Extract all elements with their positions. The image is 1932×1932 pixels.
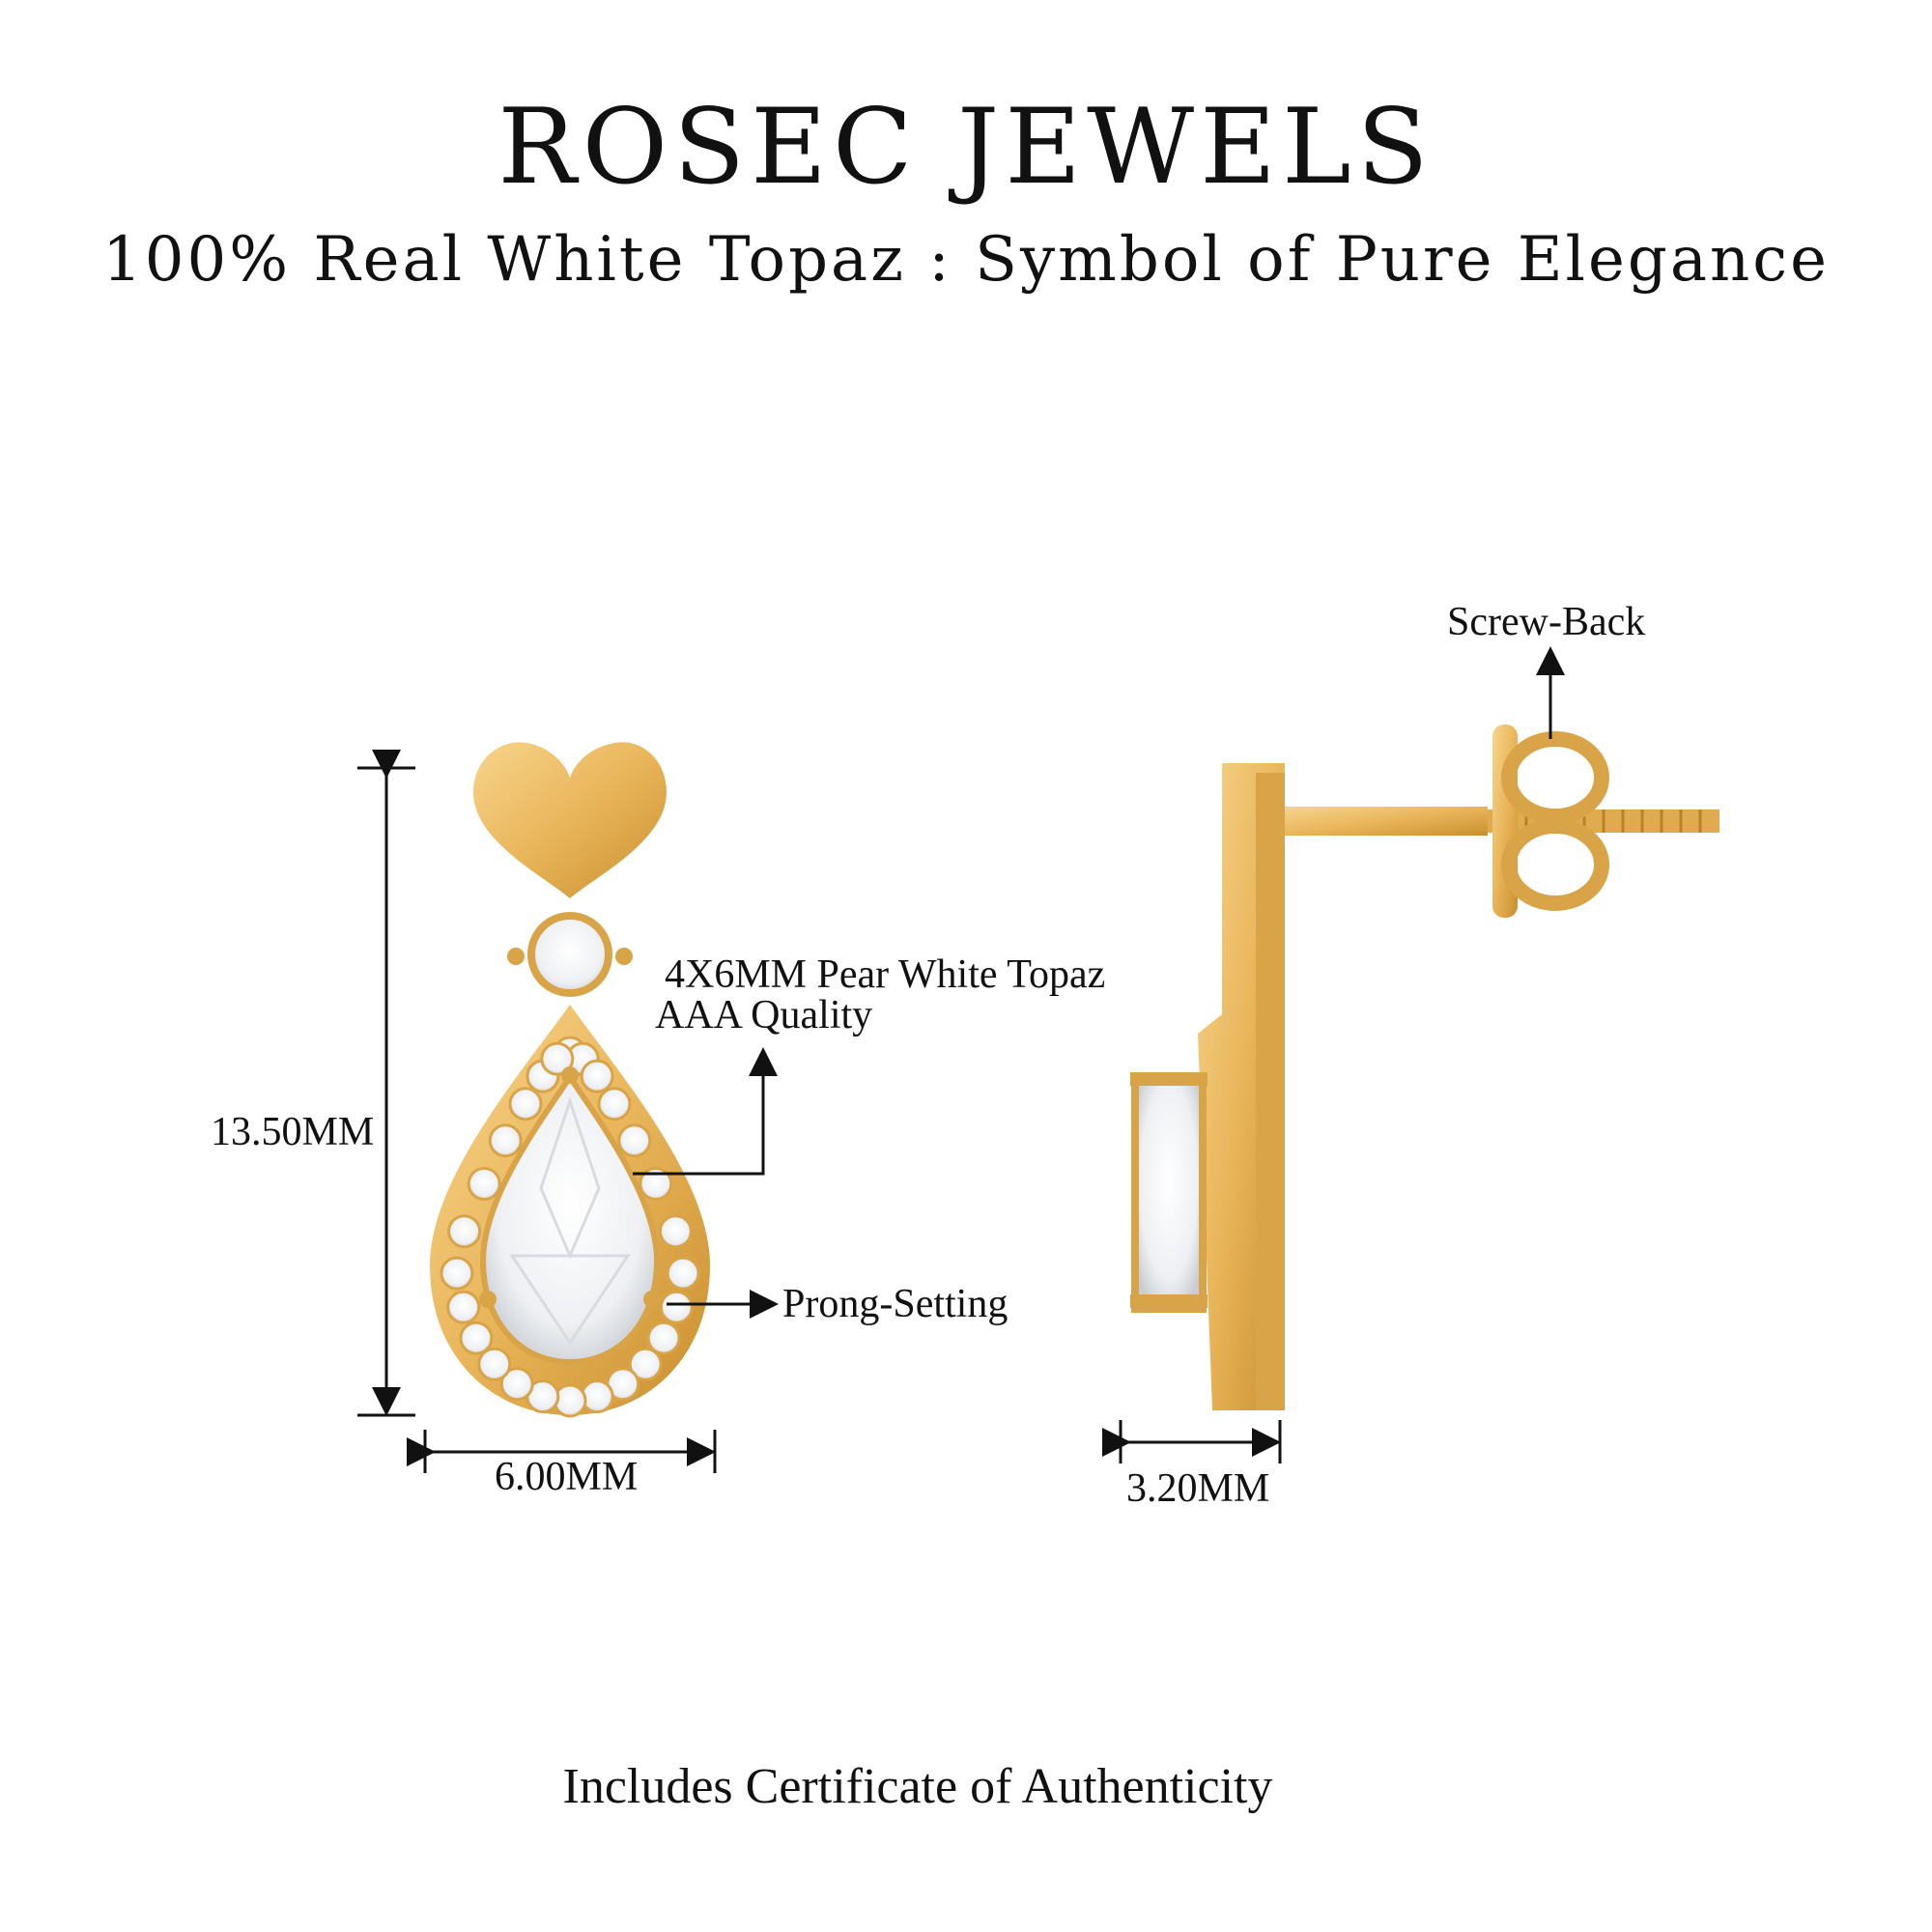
height-label: 13.50MM (211, 1110, 375, 1154)
halo-stone (499, 1367, 534, 1402)
halo-stone (477, 1347, 512, 1381)
tagline: 100% Real White Topaz : Symbol of Pure E… (102, 224, 1830, 296)
halo-stone (488, 1123, 523, 1158)
halo-stone (553, 1383, 587, 1418)
pear-stone (479, 1071, 661, 1366)
halo-stone (597, 1087, 632, 1122)
halo-stone (617, 1123, 652, 1158)
halo-stone (646, 1321, 681, 1355)
width-dimension (407, 1430, 717, 1473)
brand-title: ROSEC JEWELS (497, 87, 1435, 208)
halo-stone (658, 1214, 693, 1249)
halo-stone (580, 1379, 614, 1414)
halo-stone (580, 1059, 614, 1094)
width-label: 6.00MM (495, 1455, 639, 1499)
certificate-note: Includes Certificate of Authenticity (562, 1759, 1273, 1814)
depth-dimension (1102, 1420, 1282, 1463)
height-dimension (357, 750, 415, 1417)
halo-stone (639, 1167, 673, 1201)
halo-stone (447, 1214, 482, 1249)
earring-side-view (1130, 724, 1719, 1410)
back-label: Screw-Back (1447, 600, 1646, 644)
halo-stone (446, 1290, 481, 1324)
heart-top (473, 742, 667, 898)
stone-label-line1: 4X6MM Pear White Topaz (665, 952, 1106, 997)
halo-stone (467, 1167, 501, 1201)
stone-label-line2: AAA Quality (655, 993, 873, 1037)
earring-front-view (430, 742, 710, 1418)
connector-stone (527, 912, 612, 997)
halo-stone (440, 1256, 474, 1291)
halo-stone (659, 1290, 694, 1324)
halo-stone (628, 1347, 663, 1381)
setting-label: Prong-Setting (782, 1282, 1009, 1326)
post (1285, 807, 1488, 836)
halo-stone (508, 1087, 543, 1122)
halo-stone (540, 1041, 575, 1076)
stone-callout-line (633, 1047, 778, 1176)
halo-stone (666, 1256, 700, 1291)
halo-stone (459, 1321, 494, 1355)
depth-label: 3.20MM (1126, 1466, 1270, 1511)
